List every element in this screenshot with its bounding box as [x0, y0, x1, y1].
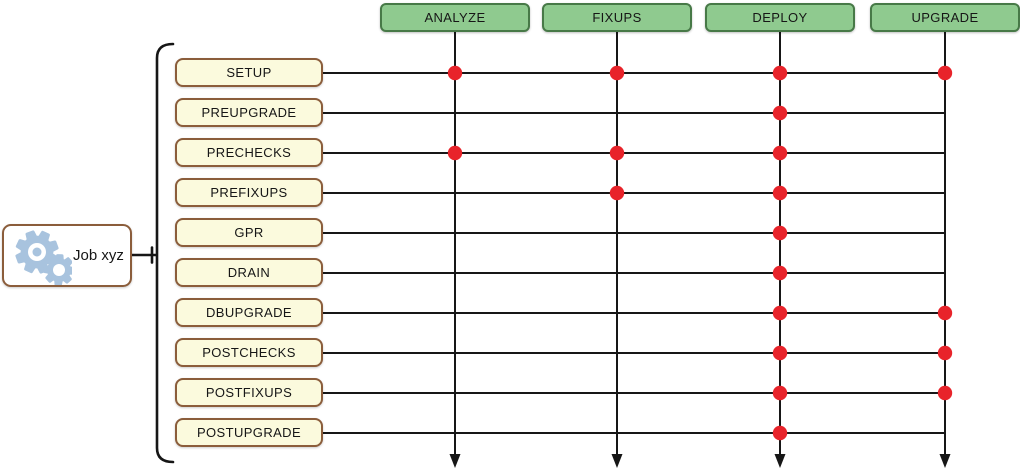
phase-box-drain: DRAIN — [175, 258, 323, 287]
dot-dbupgrade-upgrade — [937, 305, 953, 321]
gears-icon — [15, 230, 72, 285]
dot-setup-fixups — [609, 65, 625, 81]
command-box-deploy: DEPLOY — [705, 3, 855, 32]
phase-box-postupgrade: POSTUPGRADE — [175, 418, 323, 447]
dot-setup-deploy — [772, 65, 788, 81]
phase-box-postfixups: POSTFIXUPS — [175, 378, 323, 407]
dot-postfixups-upgrade — [937, 385, 953, 401]
arrow-down-deploy — [774, 454, 786, 468]
phase-box-gpr: GPR — [175, 218, 323, 247]
dot-prefixups-fixups — [609, 185, 625, 201]
dot-setup-upgrade — [937, 65, 953, 81]
dot-postchecks-upgrade — [937, 345, 953, 361]
arrow-down-fixups — [611, 454, 623, 468]
dot-postchecks-deploy — [772, 345, 788, 361]
phase-box-preupgrade: PREUPGRADE — [175, 98, 323, 127]
dot-dbupgrade-deploy — [772, 305, 788, 321]
job-label: Job xyz — [73, 247, 124, 264]
phase-group-bracket — [155, 42, 175, 464]
dot-prechecks-fixups — [609, 145, 625, 161]
arrow-down-upgrade — [939, 454, 951, 468]
job-connector-line — [130, 246, 158, 264]
arrow-down-analyze — [449, 454, 461, 468]
dot-prechecks-deploy — [772, 145, 788, 161]
job-box: Job xyz — [2, 224, 132, 287]
phase-box-prechecks: PRECHECKS — [175, 138, 323, 167]
dot-postupgrade-deploy — [772, 425, 788, 441]
dot-gpr-deploy — [772, 225, 788, 241]
dot-drain-deploy — [772, 265, 788, 281]
dot-prefixups-deploy — [772, 185, 788, 201]
command-box-fixups: FIXUPS — [542, 3, 692, 32]
phase-box-prefixups: PREFIXUPS — [175, 178, 323, 207]
phase-box-postchecks: POSTCHECKS — [175, 338, 323, 367]
phase-box-setup: SETUP — [175, 58, 323, 87]
phase-box-dbupgrade: DBUPGRADE — [175, 298, 323, 327]
dot-postfixups-deploy — [772, 385, 788, 401]
dot-prechecks-analyze — [447, 145, 463, 161]
command-box-upgrade: UPGRADE — [870, 3, 1020, 32]
command-box-analyze: ANALYZE — [380, 3, 530, 32]
dot-setup-analyze — [447, 65, 463, 81]
dot-preupgrade-deploy — [772, 105, 788, 121]
